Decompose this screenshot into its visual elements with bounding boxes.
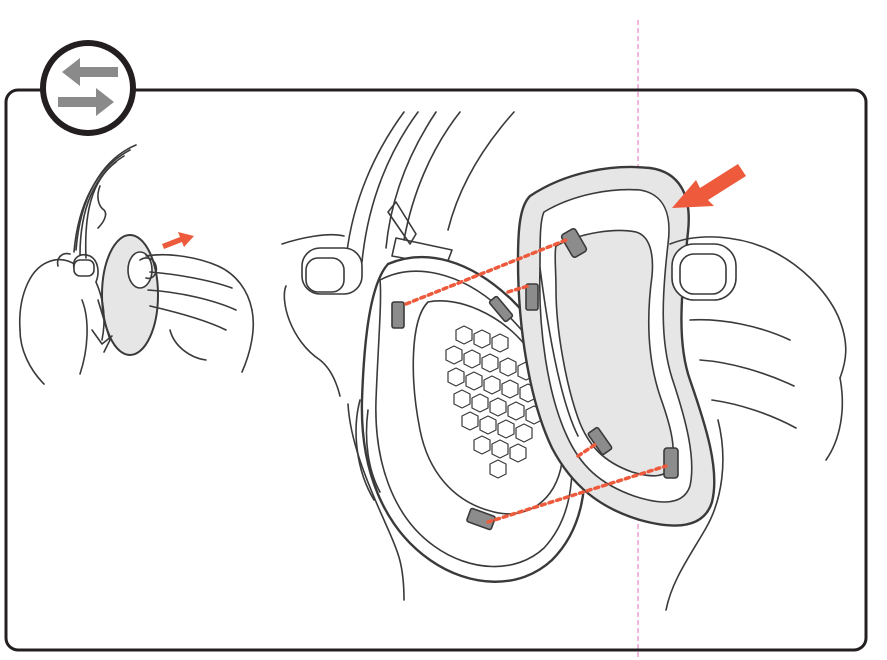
cushion-clip-mid-top — [525, 283, 539, 311]
direction-arrow-down-left — [672, 164, 746, 208]
earcup-clip-top-right — [488, 295, 514, 323]
swap-badge — [40, 40, 136, 136]
dotted-clip-alignment-lines — [404, 238, 668, 524]
earcup-clip-top-left — [391, 301, 405, 329]
swap-arrows-icon — [58, 58, 118, 116]
step-overview-illustration — [18, 144, 255, 385]
cushion-clip-top — [560, 228, 588, 258]
diagram-frame — [4, 88, 868, 652]
cushion-clip-bottom — [663, 447, 679, 479]
earcup-clip-bottom — [466, 507, 496, 531]
step-detail-illustration — [281, 111, 847, 611]
direction-arrow-right — [162, 232, 194, 249]
